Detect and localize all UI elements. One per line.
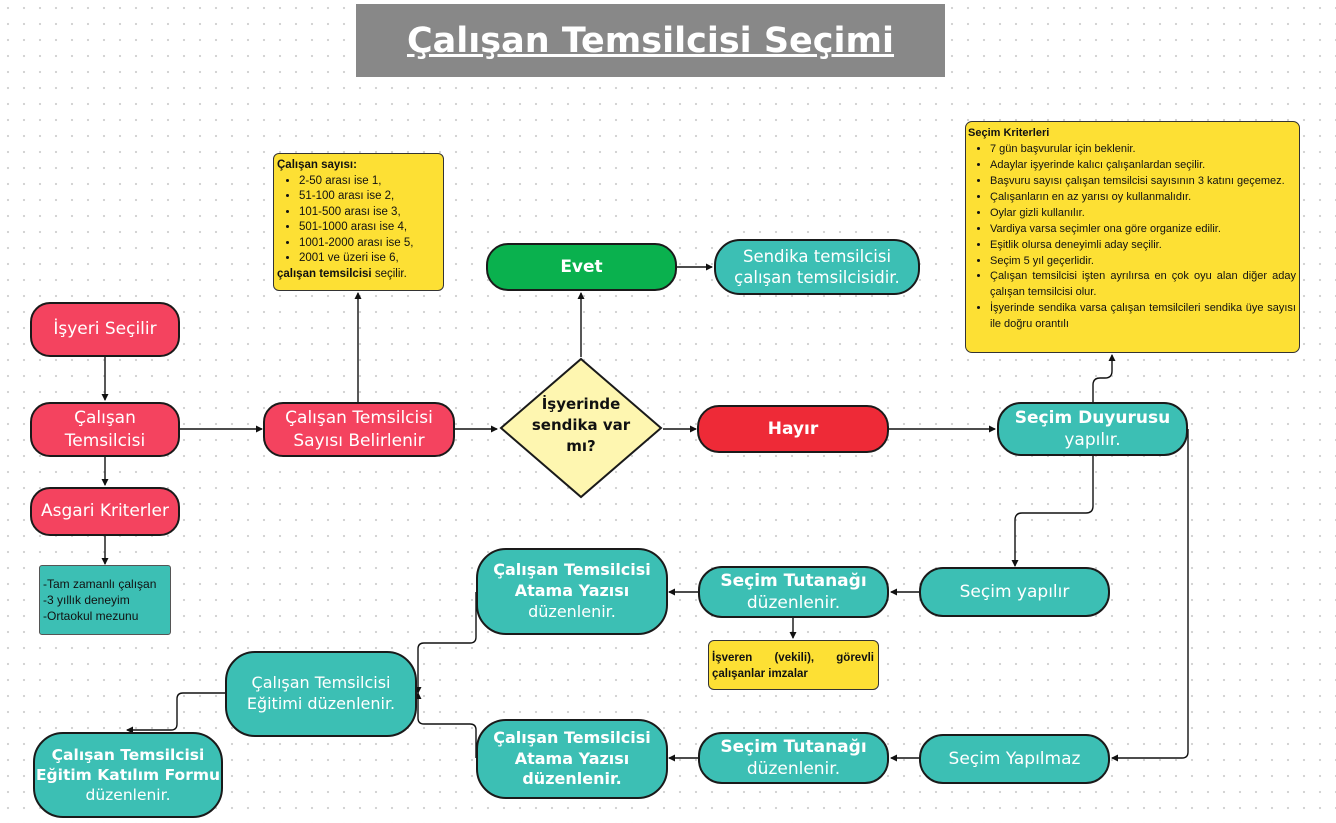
node-temsilci-sayisi[interactable]: Çalışan Temsilcisi Sayısı Belirlenir — [263, 402, 455, 457]
asgari-line-1: -Tam zamanlı çalışan — [43, 577, 157, 591]
decision-diamond[interactable] — [499, 357, 663, 499]
kriter-item: 7 gün başvurular için beklenir. — [990, 142, 1296, 158]
calisan-sayisi-footer: çalışan temsilcisi seçilir. — [277, 267, 407, 280]
kriter-item: Çalışan temsilcisi işten ayrılırsa en ço… — [990, 269, 1296, 301]
secim-kriterleri-heading: Seçim Kriterleri — [968, 127, 1050, 139]
node-egitim[interactable]: Çalışan Temsilcisi Eğitimi düzenlenir. — [225, 651, 417, 737]
arrow-atama1-to-egitim — [414, 592, 477, 694]
calisan-sayisi-item: 2001 ve üzeri ise 6, — [299, 251, 439, 267]
page-title: Çalışan Temsilcisi Seçimi — [356, 4, 945, 77]
arrow-egitim-to-form — [126, 692, 226, 734]
calisan-sayisi-item: 2-50 arası ise 1, — [299, 174, 439, 190]
arrow-atama2-to-egitim — [414, 692, 477, 758]
arrow-duyuru-to-secim — [1011, 456, 1094, 567]
kriter-item: Adaylar işyerinde kalıcı çalışanlardan s… — [990, 158, 1296, 174]
kriter-item: Eşitlik olursa deneyimli aday seçilir. — [990, 238, 1296, 254]
decision-question: İşyerinde sendika var mı? — [531, 395, 631, 455]
kriter-item: Çalışanların en az yarısı oy kullanmalıd… — [990, 190, 1296, 206]
calisan-sayisi-item: 1001-2000 arası ise 5, — [299, 236, 439, 252]
node-secim-yapilmaz[interactable]: Seçim Yapılmaz — [919, 734, 1110, 784]
kriter-item: Başvuru sayısı çalışan temsilcisi sayısı… — [990, 174, 1296, 190]
calisan-sayisi-note: Çalışan sayısı: 2-50 arası ise 1, 51-100… — [273, 153, 444, 291]
calisan-sayisi-item: 51-100 arası ise 2, — [299, 189, 439, 205]
node-isyeri-secilir[interactable]: İşyeri Seçilir — [30, 302, 180, 357]
kriter-item: Seçim 5 yıl geçerlidir. — [990, 254, 1296, 270]
arrow-duyuru-to-yapilmaz — [1111, 429, 1189, 762]
node-atama-yazisi-2[interactable]: Çalışan Temsilcisi Atama Yazısı düzenlen… — [476, 719, 668, 799]
kriter-item: Oylar gizli kullanılır. — [990, 206, 1296, 222]
kriter-item: Vardiya varsa seçimler ona göre organize… — [990, 222, 1296, 238]
calisan-sayisi-heading: Çalışan sayısı: — [277, 159, 357, 171]
node-secim-yapilir[interactable]: Seçim yapılır — [919, 567, 1110, 617]
asgari-kriterler-note: -Tam zamanlı çalışan -3 yıllık deneyim -… — [39, 565, 171, 635]
arrow-duyuru-to-kriterler — [1092, 354, 1116, 402]
asgari-line-2: -3 yıllık deneyim — [43, 593, 130, 608]
node-hayir[interactable]: Hayır — [697, 405, 889, 453]
asgari-line-3: -Ortaokul mezunu — [43, 609, 139, 624]
calisan-sayisi-item: 501-1000 arası ise 4, — [299, 220, 439, 236]
node-evet[interactable]: Evet — [486, 243, 677, 291]
node-sendika-temsilcisi[interactable]: Sendika temsilcisi çalışan temsilcisidir… — [714, 239, 920, 295]
node-asgari-kriterler[interactable]: Asgari Kriterler — [30, 487, 180, 536]
secim-kriterleri-list: 7 gün başvurular için beklenir. Adaylar … — [968, 142, 1296, 333]
calisan-sayisi-list: 2-50 arası ise 1, 51-100 arası ise 2, 10… — [277, 174, 439, 267]
secim-kriterleri-note: Seçim Kriterleri 7 gün başvurular için b… — [965, 121, 1300, 353]
kriter-item: İşyerinde sendika varsa çalışan temsilci… — [990, 301, 1296, 333]
imza-note: İşveren (vekili), görevli çalışanlar imz… — [708, 640, 879, 690]
node-calisan-temsilcisi[interactable]: Çalışan Temsilcisi — [30, 402, 180, 457]
calisan-sayisi-item: 101-500 arası ise 3, — [299, 205, 439, 221]
